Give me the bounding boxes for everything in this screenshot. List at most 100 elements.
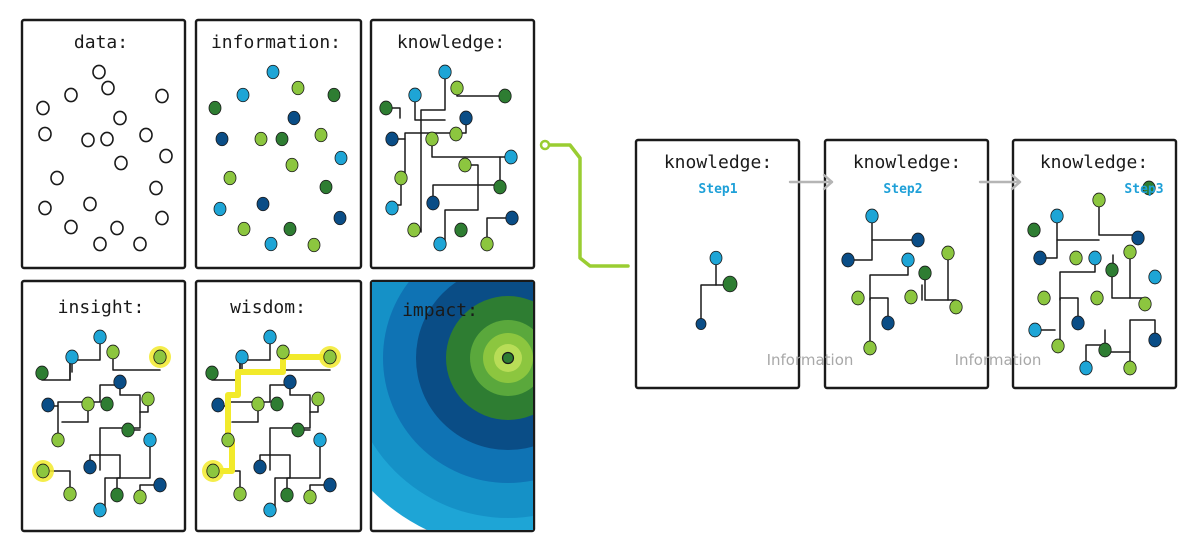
insight-node: [143, 432, 157, 448]
insight-node: [205, 365, 219, 381]
step3-link: [1111, 269, 1146, 299]
knowledge-link: [420, 71, 446, 233]
step2-link: [847, 239, 873, 261]
arrow-step1-step2-head: [822, 173, 834, 191]
data-point: [93, 236, 107, 252]
information-dot: [254, 131, 268, 147]
insight-link: [89, 454, 121, 511]
information-dot: [314, 127, 328, 143]
step3-node: [1148, 332, 1162, 348]
knowledge-node: [426, 195, 440, 211]
data-point: [38, 200, 52, 216]
knowledge-node: [450, 80, 464, 96]
information-dot: [327, 87, 341, 103]
information-dot: [275, 131, 289, 147]
step3-node: [1069, 250, 1083, 266]
step2-node: [941, 245, 955, 261]
step3-label: Step3: [1124, 182, 1163, 197]
knowledge-node: [433, 236, 447, 252]
wisdom-path: [210, 354, 333, 474]
data-point: [36, 100, 50, 116]
insight-node: [51, 432, 65, 448]
insight-node: [63, 486, 77, 502]
step1-label: Step1: [698, 182, 737, 197]
insight-node: [311, 391, 325, 407]
insight-node: [235, 349, 249, 365]
insight-node: [153, 349, 167, 365]
information-dot: [256, 196, 270, 212]
data-point: [50, 170, 64, 186]
step3-node: [1090, 290, 1104, 306]
step3-node: [1037, 290, 1051, 306]
data-point: [149, 180, 163, 196]
insight-node: [221, 432, 235, 448]
insight-node: [251, 396, 265, 412]
insight-node: [253, 459, 267, 475]
knowledge-node: [459, 110, 473, 126]
data-point: [92, 64, 106, 80]
information-dot: [215, 131, 229, 147]
step1-node: [709, 250, 723, 266]
information-dot: [237, 221, 251, 237]
step2-node: [851, 290, 865, 306]
arrow-step2-step3-head: [1010, 173, 1022, 191]
arrow-label-2: Information: [955, 351, 1042, 369]
knowledge-node: [449, 126, 463, 142]
knowledge-node: [504, 149, 518, 165]
knowledge-node: [407, 222, 421, 238]
panel-title-impact: impact:: [402, 300, 478, 321]
knowledge-link: [444, 164, 479, 245]
insight-node: [206, 463, 220, 479]
step2-node: [841, 252, 855, 268]
insight-node: [83, 459, 97, 475]
knowledge-node: [493, 179, 507, 195]
step3-node: [1071, 315, 1085, 331]
knowledge-node: [498, 88, 512, 104]
data-point: [155, 88, 169, 104]
information-dot: [213, 201, 227, 217]
insight-node: [41, 397, 55, 413]
step2-node: [881, 315, 895, 331]
green-connector: [543, 143, 630, 268]
information-dot: [307, 237, 321, 253]
insight-node: [263, 329, 277, 345]
step3-node: [1148, 269, 1162, 285]
step3-node: [1098, 342, 1112, 358]
panel-title-data: data:: [74, 32, 128, 53]
information-dot: [266, 64, 280, 80]
insight-node: [65, 349, 79, 365]
step2-link: [869, 297, 889, 349]
insight-node: [93, 329, 107, 345]
step2-label: Step2: [883, 182, 922, 197]
knowledge-link: [486, 217, 513, 245]
knowledge-node: [385, 200, 399, 216]
insight-node: [270, 396, 284, 412]
insight-node: [283, 374, 297, 390]
knowledge-node: [394, 170, 408, 186]
arrow-label-1: Information: [767, 351, 854, 369]
step2-title: knowledge:: [853, 152, 961, 173]
information-dot: [283, 221, 297, 237]
step1-node: [722, 275, 738, 293]
step3-node: [1050, 208, 1064, 224]
step3-node: [1123, 360, 1137, 376]
information-dot: [319, 179, 333, 195]
knowledge-node: [458, 157, 472, 173]
data-point: [110, 220, 124, 236]
step3-node: [1088, 250, 1102, 266]
insight-node: [233, 486, 247, 502]
step1-title: knowledge:: [664, 152, 772, 173]
data-point: [81, 132, 95, 148]
information-dot: [236, 87, 250, 103]
step3-node: [1079, 360, 1093, 376]
insight-node: [323, 349, 337, 365]
data-point: [101, 80, 115, 96]
knowledge-node: [379, 100, 393, 116]
information-dot: [208, 100, 222, 116]
insight-node: [263, 502, 277, 518]
data-point: [38, 126, 52, 142]
insight-node: [211, 397, 225, 413]
knowledge-link: [414, 94, 446, 121]
data-point: [113, 110, 127, 126]
insight-node: [291, 422, 305, 438]
